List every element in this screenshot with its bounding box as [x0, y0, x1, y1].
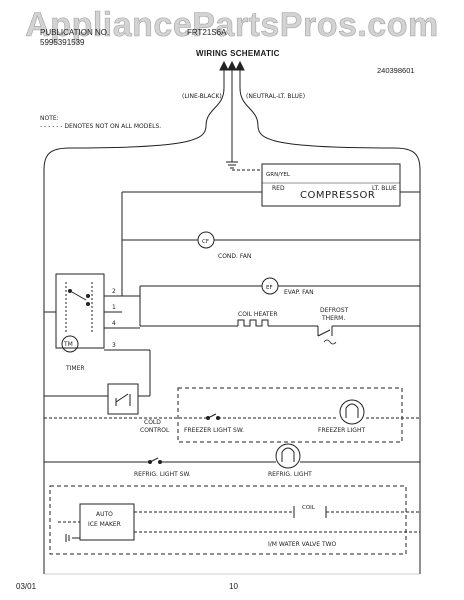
- timer-terminal-3: 3: [112, 342, 116, 349]
- condenser-fan: [122, 231, 420, 249]
- line-wire-label: (LINE-BLACK): [182, 93, 222, 100]
- refrig-light-circuit: [44, 457, 420, 464]
- page-title: WIRING SCHEMATIC: [196, 49, 280, 58]
- neutral-wire: [239, 87, 421, 574]
- refrig-light-switch-label: REFRIG. LIGHT SW.: [134, 471, 191, 478]
- timer-terminal-4: 4: [112, 320, 116, 327]
- condenser-fan-symbol: CF: [202, 239, 209, 245]
- document-number: 240398601: [377, 66, 415, 75]
- timer-motor-symbol: TM: [63, 341, 73, 348]
- cold-control-label-1: COLD: [144, 419, 161, 426]
- publication-label: PUBLICATION NO.: [40, 28, 110, 37]
- timer-label: TIMER: [65, 365, 85, 372]
- freezer-light-bulb-icon: [339, 399, 365, 425]
- refrig-light-bulb-icon: [275, 443, 301, 469]
- defrost-timer: [44, 273, 151, 380]
- freezer-light-switch-label: FREEZER LIGHT SW.: [184, 427, 244, 434]
- freezer-light-circuit: [44, 387, 420, 443]
- freezer-light-label: FREEZER LIGHT: [318, 427, 365, 434]
- ice-maker-label-2: ICE MAKER: [88, 521, 121, 528]
- compressor: [122, 163, 420, 207]
- condenser-fan-label: COND. FAN: [218, 253, 251, 260]
- footer-date: 03/01: [16, 582, 37, 591]
- compressor-label: COMPRESSOR: [300, 190, 375, 201]
- coil-heater: [140, 319, 318, 327]
- timer-terminal-1: 1: [112, 304, 116, 311]
- compressor-ground-wire-label: GRN/YEL: [266, 172, 291, 178]
- ice-maker-label-1: AUTO: [96, 511, 113, 518]
- cold-control-label-2: CONTROL: [140, 427, 170, 434]
- timer-terminal-2: 2: [112, 288, 116, 295]
- line-wire: [43, 87, 225, 574]
- ice-maker-circuit: [49, 485, 420, 555]
- compressor-red-wire-label: RED: [272, 185, 285, 192]
- compressor-blue-wire-label: LT. BLUE: [372, 185, 397, 192]
- note-text: - - - - - - DENOTES NOT ON ALL MODELS.: [40, 123, 161, 130]
- footer-page-number: 10: [229, 582, 238, 591]
- power-plug: [219, 60, 245, 150]
- evaporator-fan: [140, 277, 420, 295]
- note-label: NOTE:: [40, 115, 59, 122]
- evaporator-fan-symbol: EF: [266, 285, 273, 291]
- defrost-therm-label-2: THERM.: [321, 315, 345, 322]
- publication-number: 5995391539: [40, 38, 85, 47]
- water-valve-label: I/M WATER VALVE TWO: [268, 541, 337, 548]
- defrost-therm-label-1: DEFROST: [320, 307, 349, 314]
- coil-heater-label: COIL HEATER: [238, 311, 278, 318]
- evaporator-fan-label: EVAP. FAN: [284, 289, 314, 296]
- water-valve-coil-label: COIL: [302, 505, 316, 511]
- defrost-thermostat: [317, 325, 420, 345]
- ground-icon: [226, 150, 238, 169]
- refrig-light-label: REFRIG. LIGHT: [268, 471, 312, 478]
- watermark: AppliancePartsPros.com: [25, 6, 439, 45]
- model-number: FRT21S6A: [187, 28, 227, 37]
- neutral-wire-label: (NEUTRAL-LT. BLUE): [246, 93, 305, 100]
- cold-control: [44, 380, 151, 415]
